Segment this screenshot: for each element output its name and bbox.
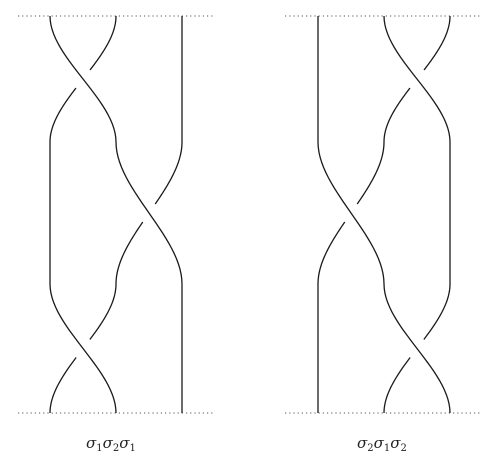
strand-under [383,357,411,414]
strand-under [383,87,411,143]
strand-over [115,141,183,285]
strand-under [423,283,451,340]
caption-sigma: σ [119,434,130,452]
caption-index: 1 [383,443,391,454]
caption-index: 2 [400,443,407,454]
strand-over [383,15,451,143]
strand-under [154,141,183,205]
strand-under [317,221,346,285]
strand-over [383,283,451,414]
caption-index: 2 [112,443,120,454]
caption-sigma: σ [357,434,368,452]
caption-sigma: σ [86,434,97,452]
braid-diagram-right [285,15,481,414]
caption-sigma: σ [102,434,113,452]
caption-index: 1 [129,443,136,454]
strand-over [49,283,117,414]
caption-sigma: σ [390,434,401,452]
strand-over [317,141,385,285]
strand-under [115,221,144,285]
caption-index: 1 [96,443,103,454]
strand-under [49,87,77,143]
caption-sigma: σ [373,434,384,452]
strand-under [89,15,117,71]
strand-under [49,357,77,414]
caption-right: σ2σ1σ2 [357,433,407,459]
strand-under [423,15,451,71]
caption-left: σ1σ2σ1 [86,433,136,459]
strand-under [89,283,117,340]
strand-over [49,15,117,143]
braid-diagram-left [18,15,214,414]
caption-index: 2 [367,443,374,454]
strand-under [356,141,385,205]
